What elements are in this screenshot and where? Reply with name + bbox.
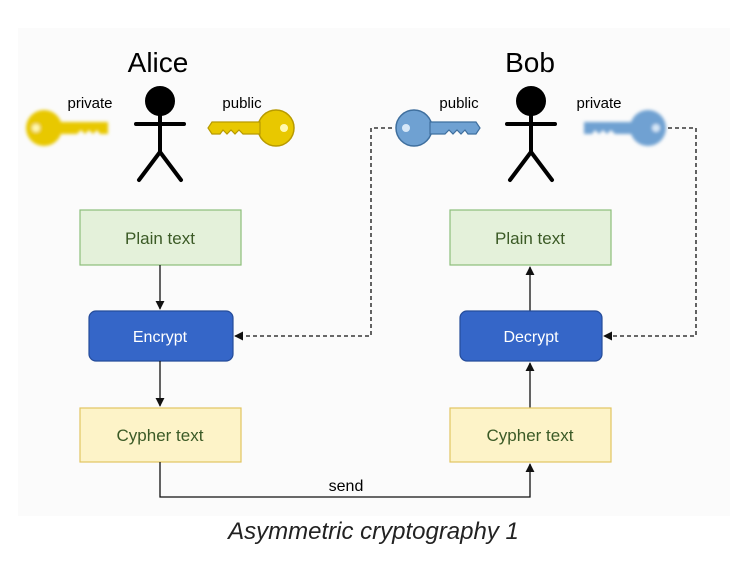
private-key-to-decrypt-arrow <box>603 127 697 341</box>
alice-plain-text-box <box>79 209 242 266</box>
bob-plain-text-box <box>449 209 612 266</box>
bob-plain-text-label: Plain text <box>495 229 565 248</box>
encrypt-label: Encrypt <box>133 329 188 346</box>
alice-public-key-icon <box>207 109 295 147</box>
alice-plain-text-label: Plain text <box>125 229 195 248</box>
bob-cypher-text-label: Cypher text <box>487 426 574 445</box>
public-key-to-encrypt-arrow <box>234 127 392 341</box>
alice-private-label: private <box>67 95 112 112</box>
bob-cypher-text-box <box>449 407 612 463</box>
alice-cypher-text-box <box>79 407 242 463</box>
figure-caption: Asymmetric cryptography 1 <box>228 518 519 545</box>
encrypt-box <box>88 310 234 362</box>
send-label: send <box>329 478 364 495</box>
decrypt-label: Decrypt <box>503 329 559 346</box>
bob-private-label: private <box>576 95 621 112</box>
bob-public-key-icon <box>395 109 481 147</box>
alice-cypher-text-label: Cypher text <box>117 426 204 445</box>
decrypt-box <box>459 310 603 362</box>
alice-private-key-icon <box>26 110 108 146</box>
alice-name: Alice <box>128 47 189 78</box>
bob-name: Bob <box>505 47 555 78</box>
bob-figure-icon <box>505 86 557 182</box>
alice-public-label: public <box>222 95 262 112</box>
bob-public-label: public <box>439 95 479 112</box>
alice-figure-icon <box>134 86 186 182</box>
bob-private-key-icon <box>584 110 666 146</box>
send-arrow <box>159 462 535 498</box>
